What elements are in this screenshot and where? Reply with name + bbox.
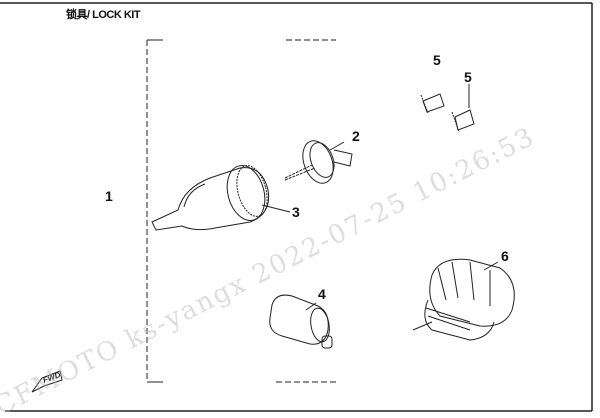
- page-title: 锁具/ LOCK KIT: [66, 9, 141, 21]
- leader-lines: [261, 84, 499, 311]
- ignition-switch-drawing: [151, 165, 270, 231]
- callout-2[interactable]: 2: [352, 128, 360, 144]
- fwd-arrow-icon: FWD: [31, 370, 63, 393]
- bushings-drawing: [420, 93, 475, 133]
- key-drawing: [284, 140, 353, 184]
- callout-5b[interactable]: 5: [464, 69, 472, 85]
- callout-5a[interactable]: 5: [433, 52, 441, 68]
- assembly-bracket: [146, 39, 336, 383]
- callout-4[interactable]: 4: [318, 286, 326, 302]
- seat-lock-drawing: [269, 294, 333, 349]
- fuel-cap-drawing: [412, 258, 515, 341]
- callout-1[interactable]: 1: [105, 188, 113, 204]
- callout-3[interactable]: 3: [292, 204, 300, 220]
- callout-6[interactable]: 6: [501, 248, 509, 264]
